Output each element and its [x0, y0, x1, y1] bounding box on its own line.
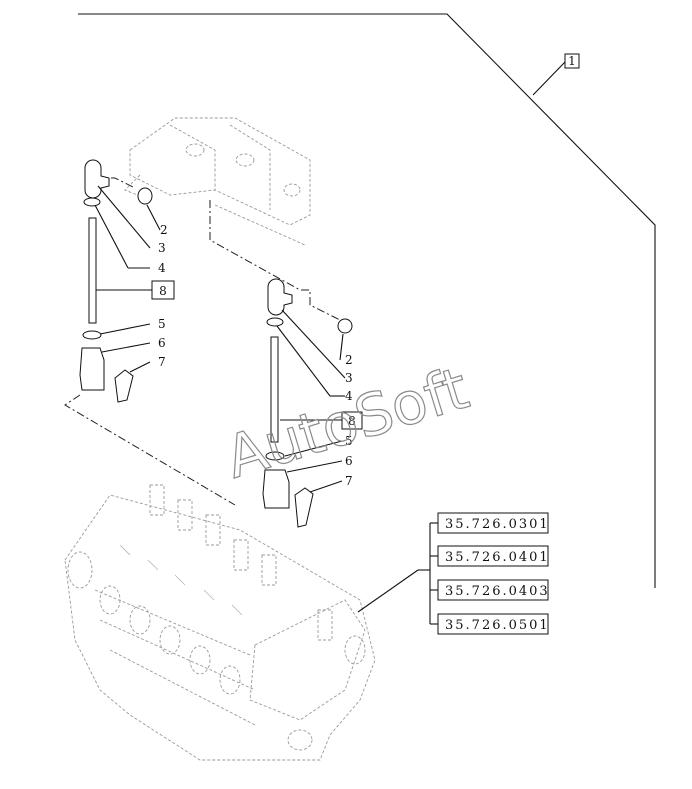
- clip-pin: [114, 369, 134, 403]
- union-body: [262, 469, 290, 509]
- alignment-line: [209, 200, 341, 321]
- right-part-group: [262, 278, 353, 528]
- seal-washer-lower: [265, 451, 285, 461]
- cap-nut: [137, 187, 153, 205]
- elbow-fitting: [267, 278, 293, 316]
- elbow-fitting: [84, 159, 110, 199]
- right-callout-4: 4: [345, 389, 353, 403]
- assembly-label-box: [564, 53, 580, 69]
- reference-item: 35.726.0301: [445, 517, 550, 532]
- left-leaders: [94, 185, 161, 373]
- connecting-pipe: [270, 336, 279, 443]
- reference-item: 35.726.0401: [445, 550, 550, 565]
- left-callout-2: 2: [160, 223, 168, 237]
- seal-washer: [266, 317, 284, 327]
- right-callout-8-box: [341, 411, 363, 430]
- cap-nut: [337, 318, 353, 334]
- left-callout-8: 8: [159, 284, 167, 298]
- right-callout-5: 5: [345, 434, 353, 448]
- ghost-upper-valve-body: [124, 117, 311, 246]
- right-callout-8: 8: [348, 414, 356, 428]
- reference-item: 35.726.0501: [445, 618, 550, 633]
- right-callout-2: 2: [345, 353, 353, 367]
- reference-box: [437, 579, 549, 601]
- reference-box: [437, 545, 549, 567]
- left-callout-8-box: [151, 280, 175, 300]
- right-leaders: [276, 309, 346, 493]
- right-callout-7: 7: [345, 474, 353, 488]
- right-callout-6: 6: [345, 454, 353, 468]
- assembly-label: 1: [568, 54, 576, 68]
- ghost-control-valve-block: [64, 484, 376, 761]
- left-callout-4: 4: [158, 261, 166, 275]
- assembly-bracket-line: [78, 13, 656, 588]
- reference-box: [437, 512, 549, 534]
- assembly-leader: [532, 61, 566, 96]
- left-callout-7: 7: [158, 355, 166, 369]
- seal-washer-lower: [82, 330, 102, 340]
- connecting-pipe: [88, 217, 97, 324]
- reference-item: 35.726.0403: [445, 584, 550, 599]
- left-callout-5: 5: [158, 317, 166, 331]
- reference-list: 35.726.0301 35.726.0401 35.726.0403 35.7…: [430, 512, 550, 635]
- reference-leader: [357, 569, 419, 613]
- union-body: [79, 347, 105, 391]
- seal-washer: [83, 197, 101, 207]
- left-callout-3: 3: [158, 241, 166, 255]
- left-part-group: [79, 159, 153, 403]
- alignment-line: [64, 394, 236, 506]
- left-callout-6: 6: [158, 336, 166, 350]
- right-callout-3: 3: [345, 371, 353, 385]
- clip-pin: [294, 487, 314, 528]
- reference-box: [437, 613, 549, 635]
